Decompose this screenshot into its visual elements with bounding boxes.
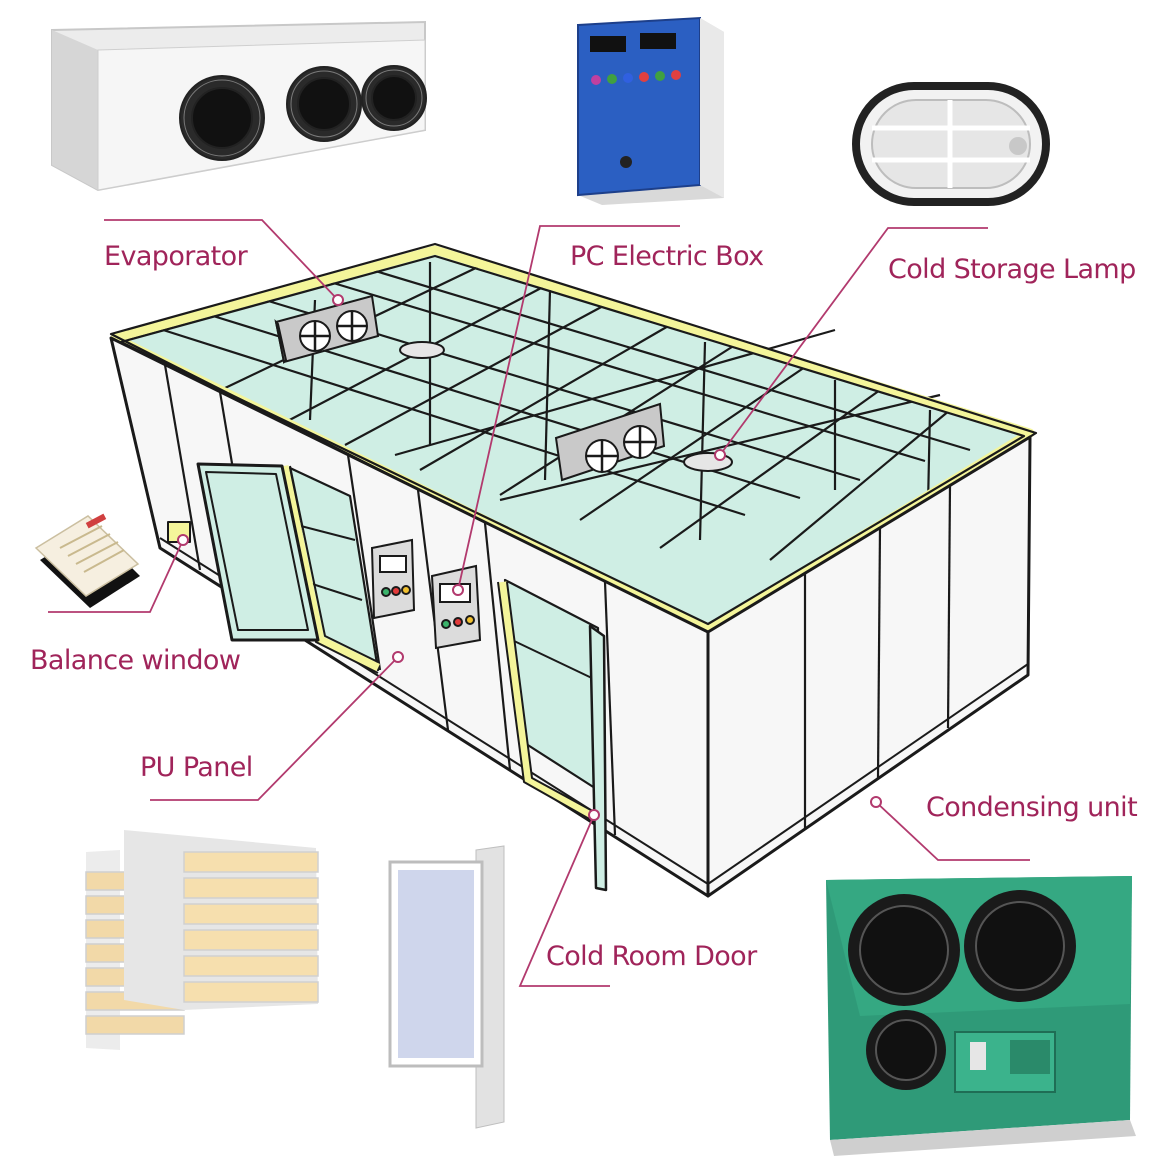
electric-control-box-icon bbox=[577, 16, 724, 205]
condensing-unit-icon bbox=[826, 876, 1136, 1156]
left-door-leaf bbox=[196, 462, 320, 642]
leader-lines bbox=[48, 219, 1030, 987]
ceiling-lamp-left bbox=[399, 341, 445, 359]
pressure-balance-valve-icon bbox=[34, 513, 140, 608]
label-cold-storage-lamp: Cold Storage Lamp bbox=[888, 254, 1136, 285]
ceiling-evaporator-right bbox=[554, 402, 666, 482]
pu-panel-stack-icon bbox=[85, 830, 319, 1050]
label-pc-electric-box: PC Electric Box bbox=[570, 241, 764, 272]
ceiling-evaporator-left bbox=[274, 294, 380, 365]
left-door-frame bbox=[279, 465, 380, 673]
wall-control-box-left bbox=[370, 538, 416, 620]
label-evaporator: Evaporator bbox=[104, 241, 248, 272]
top-frame-yellow bbox=[110, 245, 1035, 635]
right-door-leaf bbox=[588, 624, 608, 892]
leader-markers bbox=[177, 294, 882, 821]
cold-room-door-icon bbox=[388, 845, 505, 1129]
right-door-frame bbox=[497, 581, 603, 824]
label-condensing-unit: Condensing unit bbox=[926, 792, 1138, 823]
side-panel-seams bbox=[803, 484, 952, 830]
evaporator-unit-icon bbox=[51, 20, 427, 192]
label-pu-panel: PU Panel bbox=[140, 752, 253, 783]
bulkhead-lamp-icon bbox=[852, 82, 1050, 206]
cold-room-structure bbox=[109, 242, 1038, 898]
wall-control-box-right bbox=[430, 564, 482, 650]
label-balance-window: Balance window bbox=[30, 645, 241, 676]
label-cold-room-door: Cold Room Door bbox=[546, 941, 757, 972]
